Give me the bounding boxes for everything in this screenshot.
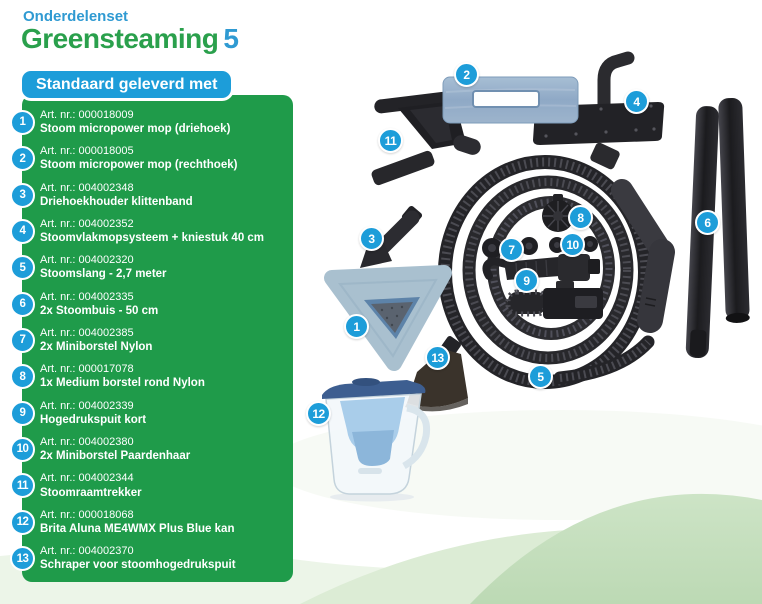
part-art-number: Art. nr.: 004002339 bbox=[40, 399, 134, 412]
steam-tubes-photo bbox=[685, 97, 750, 358]
part-number-badge: 10 bbox=[10, 436, 35, 462]
part-art-number: Art. nr.: 004002352 bbox=[40, 218, 134, 231]
part-art-number: Art. nr.: 000018009 bbox=[40, 109, 134, 121]
page-eyebrow: Onderdelenset bbox=[23, 8, 129, 25]
part-name: 2x Miniborstel Paardenhaar bbox=[40, 450, 191, 463]
part-number-badge: 1 bbox=[10, 109, 35, 135]
part-number-badge: 5 bbox=[10, 255, 35, 281]
part-name: Stoomslang - 2,7 meter bbox=[40, 268, 167, 281]
part-art-number: Art. nr.: 004002348 bbox=[40, 181, 134, 194]
part-name: 1x Medium borstel rond Nylon bbox=[40, 377, 205, 390]
part-name: Stoomvlakmopsysteem + kniestuk 40 cm bbox=[40, 232, 265, 245]
part-name: Stoomraamtrekker bbox=[40, 486, 142, 499]
part-number-badge: 13 bbox=[10, 546, 35, 572]
panel-header-badge: Standaard geleverd met bbox=[22, 71, 232, 98]
mini-brushes-horsehair-photo bbox=[549, 236, 598, 253]
part-name: Schraper voor stoomhogedrukspuit bbox=[40, 559, 236, 572]
page-title-number: 5 bbox=[223, 23, 239, 54]
steam-hose-photo bbox=[438, 155, 655, 389]
part-name: Stoom micropower mop (rechthoek) bbox=[40, 159, 238, 172]
part-number-badge: 7 bbox=[10, 327, 35, 353]
part-number-badge: 2 bbox=[10, 146, 35, 172]
part-art-number: Art. nr.: 004002380 bbox=[40, 436, 134, 449]
part-number-badge: 8 bbox=[10, 364, 35, 390]
part-art-number: Art. nr.: 004002344 bbox=[40, 472, 134, 485]
part-name: Brita Aluna ME4WMX Plus Blue kan bbox=[40, 522, 235, 535]
part-art-number: Art. nr.: 000018005 bbox=[40, 145, 134, 158]
page-title-text: Greensteaming bbox=[21, 23, 219, 54]
part-name: 2x Stoombuis - 50 cm bbox=[40, 304, 159, 317]
part-name: Hogedrukspuit kort bbox=[40, 413, 147, 426]
part-art-number: Art. nr.: 004002385 bbox=[40, 327, 134, 340]
rect-mop-pad-photo bbox=[442, 76, 579, 124]
pressure-nozzle-photo bbox=[482, 254, 600, 281]
part-name: Driehoekhouder klittenband bbox=[40, 195, 193, 208]
part-number-badge: 11 bbox=[10, 473, 35, 499]
hose-grip-handle-photo bbox=[590, 142, 675, 333]
mini-brushes-nylon-photo bbox=[482, 237, 538, 258]
part-number-badge: 6 bbox=[10, 291, 35, 317]
triangle-holder-photo bbox=[360, 205, 423, 268]
part-art-number: Art. nr.: 000017078 bbox=[40, 363, 134, 376]
part-art-number: Art. nr.: 004002370 bbox=[40, 545, 134, 558]
triangle-mop-photo bbox=[324, 265, 452, 371]
part-number-badge: 4 bbox=[10, 218, 35, 244]
brita-jug-photo bbox=[322, 378, 431, 502]
part-name: 2x Miniborstel Nylon bbox=[40, 341, 153, 354]
hose-connector-photo bbox=[505, 281, 603, 319]
part-name: Stoom micropower mop (driehoek) bbox=[40, 123, 231, 136]
part-art-number: Art. nr.: 004002335 bbox=[40, 290, 134, 303]
part-art-number: Art. nr.: 004002320 bbox=[40, 254, 134, 267]
part-art-number: Art. nr.: 000018068 bbox=[40, 508, 134, 521]
part-number-badge: 3 bbox=[10, 182, 35, 208]
part-number-badge: 9 bbox=[10, 400, 35, 426]
part-number-badge: 12 bbox=[10, 509, 35, 535]
